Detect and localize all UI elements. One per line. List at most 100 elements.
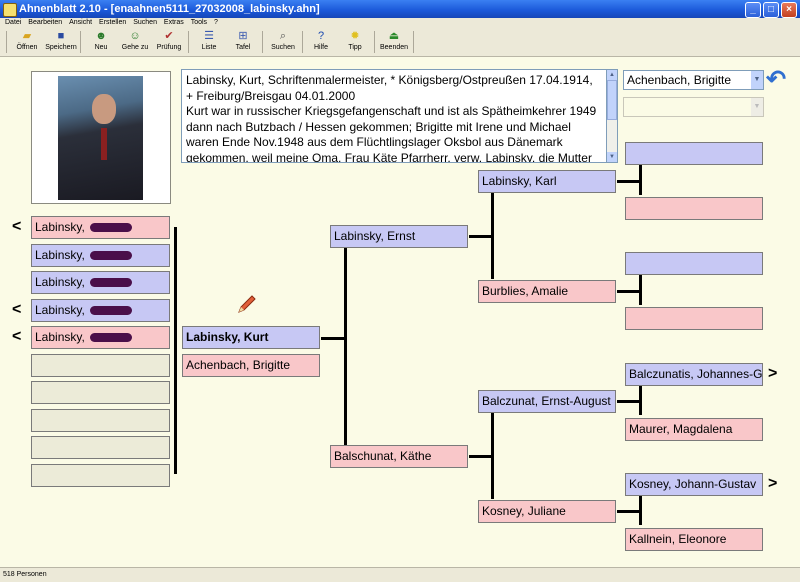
expand-ancestors-arrow[interactable]: >	[768, 365, 778, 382]
exit-button[interactable]: ⏏Beenden	[379, 30, 409, 51]
father-box[interactable]: Labinsky, Ernst	[330, 225, 468, 248]
check-icon: ✔	[164, 30, 174, 42]
close-button[interactable]: ×	[781, 2, 797, 18]
father-connector-line	[469, 235, 492, 238]
status-bar: 518 Personen	[0, 567, 800, 582]
menu-extras[interactable]: Extras	[163, 19, 184, 26]
person-count: 518 Personen	[3, 571, 47, 578]
photo-image	[58, 76, 143, 200]
mother-connector-line	[469, 455, 492, 458]
toolbar-separator	[80, 31, 81, 53]
expand-descendants-arrow[interactable]: <	[12, 328, 22, 345]
grandfather-paternal-name: Labinsky, Karl	[482, 174, 557, 188]
ggp-connector-line	[639, 495, 642, 525]
child-box[interactable]: Labinsky,	[31, 326, 170, 349]
tree-chart-button[interactable]: ⊞Tafel	[235, 30, 251, 51]
list-button[interactable]: ☰Liste	[201, 30, 217, 51]
mother-name: Balschunat, Käthe	[334, 449, 432, 463]
gp-connector-line	[617, 180, 640, 183]
help-icon: ?	[317, 30, 325, 42]
save-button[interactable]: ■Speichern	[45, 30, 77, 51]
maternal-grandparents-line	[491, 413, 494, 499]
child-box[interactable]	[31, 409, 170, 432]
minimize-button[interactable]: _	[745, 2, 761, 18]
toolbar-separator	[302, 31, 303, 53]
save-disk-icon: ■	[57, 30, 65, 42]
tip-button[interactable]: ✹Tipp	[348, 30, 362, 51]
maximize-button[interactable]: □	[763, 2, 779, 18]
redaction-mark	[90, 333, 133, 343]
open-button[interactable]: ▰Öffnen	[16, 30, 38, 51]
toolbar-separator	[188, 31, 189, 53]
chevron-down-icon[interactable]: ▼	[751, 71, 763, 89]
ggp-mmm-name: Kallnein, Eleonore	[629, 532, 727, 546]
child-box[interactable]: Labinsky,	[31, 299, 170, 322]
search-icon: ⌕	[279, 30, 287, 42]
ggp-fff-box[interactable]	[625, 142, 763, 165]
spouse-select-value: Achenbach, Brigitte	[627, 73, 732, 87]
child-box[interactable]: Labinsky,	[31, 216, 170, 239]
goto-persons-icon: ☺	[129, 30, 141, 42]
ggp-mff-box[interactable]: Balczunatis, Johannes-G	[625, 363, 763, 386]
grandfather-maternal-name: Balczunat, Ernst-August	[482, 394, 611, 408]
edit-pencil-icon[interactable]	[236, 293, 258, 315]
person-connector-line	[321, 337, 344, 340]
expand-descendants-arrow[interactable]: <	[12, 218, 22, 235]
menu-ansicht[interactable]: Ansicht	[69, 19, 93, 26]
goto-button[interactable]: ☺Gehe zu	[121, 30, 149, 51]
expand-descendants-arrow[interactable]: <	[12, 301, 22, 318]
ggp-ffm-box[interactable]	[625, 197, 763, 220]
gp-connector-line	[617, 510, 640, 513]
grandmother-paternal-box[interactable]: Burblies, Amalie	[478, 280, 616, 303]
mother-box[interactable]: Balschunat, Käthe	[330, 445, 468, 468]
child-box[interactable]: Labinsky,	[31, 244, 170, 267]
child-box[interactable]	[31, 436, 170, 459]
person-photo[interactable]	[31, 71, 171, 204]
grandfather-maternal-box[interactable]: Balczunat, Ernst-August	[478, 390, 616, 413]
spouse-select[interactable]: Achenbach, Brigitte ▼	[623, 70, 764, 90]
scroll-up-icon[interactable]: ▲	[607, 70, 617, 80]
ggp-fmf-box[interactable]	[625, 252, 763, 275]
help-button[interactable]: ?Hilfe	[313, 30, 328, 51]
scroll-thumb[interactable]	[607, 80, 617, 120]
child-name: Labinsky,	[35, 275, 89, 289]
scroll-down-icon[interactable]: ▼	[607, 152, 617, 162]
notes-textbox[interactable]: Labinsky, Kurt, Schriftenmalermeister, *…	[181, 69, 607, 163]
chevron-down-icon: ▼	[751, 98, 763, 116]
menu-suchen[interactable]: Suchen	[133, 19, 157, 26]
search-button[interactable]: ⌕Suchen	[271, 30, 295, 51]
grandmother-maternal-box[interactable]: Kosney, Juliane	[478, 500, 616, 523]
person-box[interactable]: Labinsky, Kurt	[182, 326, 320, 349]
spouse-select-2: ▼	[623, 97, 764, 117]
child-box[interactable]: Labinsky,	[31, 271, 170, 294]
ggp-mmf-box[interactable]: Kosney, Johann-Gustav	[625, 473, 763, 496]
open-folder-icon: ▰	[22, 30, 32, 42]
menu-bar: Datei Bearbeiten Ansicht Erstellen Suche…	[0, 18, 800, 28]
ggp-mfm-box[interactable]: Maurer, Magdalena	[625, 418, 763, 441]
menu-tools[interactable]: Tools	[190, 19, 208, 26]
menu-datei[interactable]: Datei	[5, 19, 22, 26]
back-arrow-icon[interactable]: ↶	[766, 66, 787, 93]
menu-help[interactable]: ?	[214, 19, 218, 26]
child-box[interactable]	[31, 381, 170, 404]
ggp-fmm-box[interactable]	[625, 307, 763, 330]
menu-bearbeiten[interactable]: Bearbeiten	[28, 19, 63, 26]
expand-ancestors-arrow[interactable]: >	[768, 475, 778, 492]
new-person-icon: ☻	[95, 30, 107, 42]
spouse-box[interactable]: Achenbach, Brigitte	[182, 354, 320, 377]
ggp-mfm-name: Maurer, Magdalena	[629, 422, 733, 436]
gp-connector-line	[617, 400, 640, 403]
grandfather-paternal-box[interactable]: Labinsky, Karl	[478, 170, 616, 193]
notes-scrollbar[interactable]: ▲ ▼	[607, 69, 618, 163]
ggp-mmm-box[interactable]: Kallnein, Eleonore	[625, 528, 763, 551]
parents-connector-line	[344, 248, 347, 456]
check-button[interactable]: ✔Prüfung	[156, 30, 182, 51]
menu-erstellen[interactable]: Erstellen	[99, 19, 127, 26]
child-box[interactable]	[31, 354, 170, 377]
child-box[interactable]	[31, 464, 170, 487]
list-icon: ☰	[204, 30, 214, 42]
toolbar-separator	[374, 31, 375, 53]
photo-face	[92, 94, 116, 124]
new-person-button[interactable]: ☻Neu	[94, 30, 108, 51]
child-name: Labinsky,	[35, 220, 89, 234]
